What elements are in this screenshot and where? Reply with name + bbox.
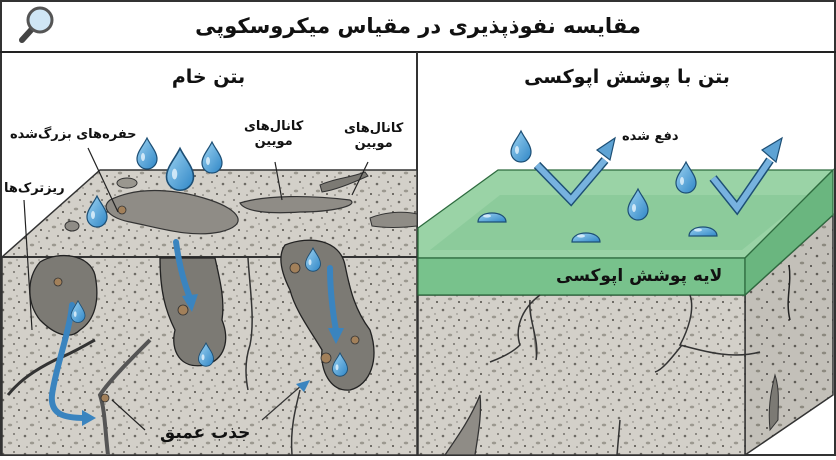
label-epoxy-layer: لایه پوشش اپوکسی <box>556 266 723 286</box>
epoxy-front-concrete <box>417 294 746 456</box>
raw-concrete-block <box>0 137 418 456</box>
repel-arrow <box>709 136 783 216</box>
flow-arrowhead <box>82 410 96 426</box>
label-capillary-channels: کانال‌های مویین <box>244 119 304 149</box>
epoxy-front-band <box>417 257 746 296</box>
label-repelled: دفع شده <box>622 129 679 144</box>
flow-arrow <box>327 265 339 333</box>
label-deep-absorption: جذب عمیق <box>160 423 251 443</box>
page-title: مقایسه نفوذپذیری در مقیاس میکروسکوپی <box>195 14 641 38</box>
flow-arrow <box>173 239 193 301</box>
enlarged-pore <box>105 189 239 235</box>
flow-arrow <box>48 302 88 421</box>
label-capillary-channels: کانال‌های مویین <box>344 121 404 151</box>
raw-concrete-title: بتن خام <box>171 66 246 88</box>
void <box>280 239 375 391</box>
label-enlarged-pores: حفره‌های بزرگ‌شده <box>10 127 137 142</box>
capillary-channel <box>239 195 353 214</box>
water-drop <box>201 141 223 174</box>
repel-arrow <box>533 136 616 207</box>
water-drop <box>510 130 532 163</box>
water-drop <box>675 161 697 194</box>
label-microcracks: ریزترک‌ها <box>4 181 65 196</box>
water-drop <box>136 137 158 170</box>
epoxy-concrete-block <box>417 130 835 457</box>
magnifier-icon <box>19 6 54 43</box>
epoxy-concrete-title: بتن با پوشش اپوکسی <box>524 66 730 88</box>
water-drop <box>165 147 195 192</box>
